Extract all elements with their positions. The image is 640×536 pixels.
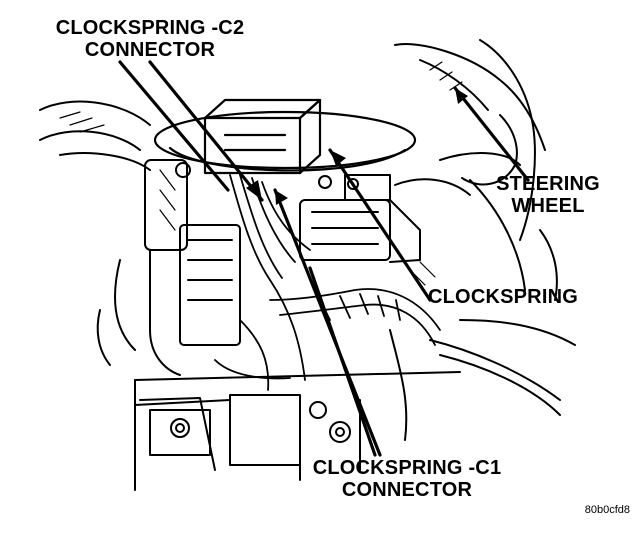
steering-wheel-line2: WHEEL <box>511 194 585 217</box>
clockspring-c1-line2: CONNECTOR <box>341 478 473 501</box>
clockspring-c2-line1: CLOCKSPRING -C2 <box>55 17 245 39</box>
clockspring-c2-connector-label: CLOCKSPRING -C2 CONNECTOR <box>30 17 270 61</box>
clockspring-c1-connector-label: CLOCKSPRING -C1 CONNECTOR <box>282 457 532 501</box>
steering-wheel-drawing <box>394 39 558 301</box>
leader-steering-wheel <box>453 86 530 182</box>
clockspring-text: CLOCKSPRING <box>428 286 578 308</box>
arrowheads <box>246 88 468 205</box>
leader-c2 <box>148 60 264 202</box>
leader-c1-b <box>308 266 377 457</box>
column-housing-left <box>39 100 241 376</box>
lower-column <box>134 319 576 491</box>
wiring-harness <box>214 174 441 391</box>
clockspring-drawing <box>153 98 417 175</box>
leader-lines <box>118 60 530 457</box>
steering-wheel-line1: STEERING <box>496 173 600 195</box>
leader-clockspring <box>328 148 432 302</box>
leader-c2-b <box>118 60 230 192</box>
clockspring-c2-line2: CONNECTOR <box>84 38 216 61</box>
clockspring-label: CLOCKSPRING <box>428 286 618 309</box>
steering-wheel-label: STEERING WHEEL <box>478 173 618 217</box>
clockspring-c1-line1: CLOCKSPRING -C1 <box>312 457 502 479</box>
figure-code: 80b0cfd8 <box>584 504 630 516</box>
connector-bodies <box>299 174 421 263</box>
